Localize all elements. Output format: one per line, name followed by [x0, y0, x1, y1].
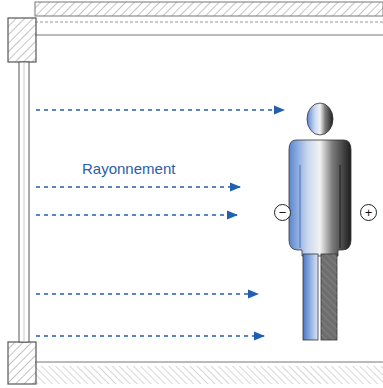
- wall-block: [8, 18, 36, 62]
- person: [289, 103, 351, 340]
- radiation-arrows: [36, 110, 284, 336]
- ceiling: [35, 2, 383, 35]
- window-glass: [24, 62, 25, 342]
- polarity-sign: −: [274, 204, 291, 221]
- polarity-sign: +: [360, 204, 377, 221]
- window: [19, 62, 29, 342]
- wall-block: [8, 342, 36, 384]
- floor: [35, 362, 383, 384]
- radiation-label: Rayonnement: [82, 160, 175, 178]
